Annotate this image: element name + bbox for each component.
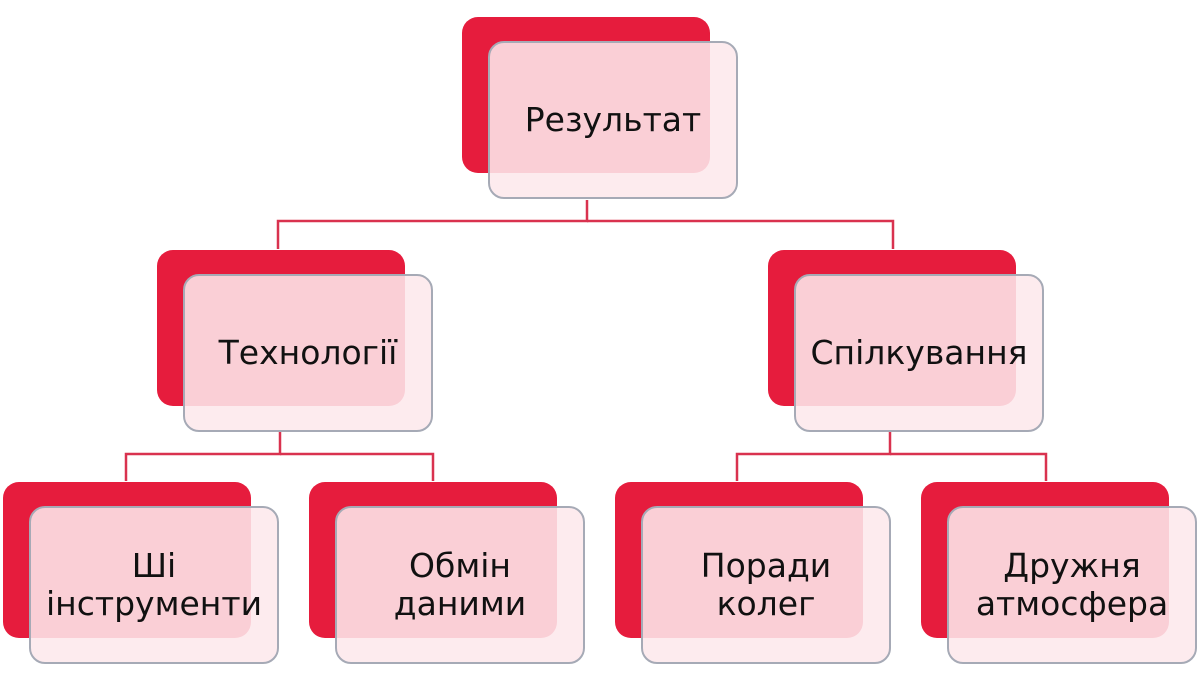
node-data-exchange-label: Обмін даними [393,546,527,623]
node-colleague-advice-label: Поради колег [700,546,832,623]
connector-communication-to-friendly-atmosphere [890,452,1048,481]
connector-technology-to-data-exchange [280,452,435,481]
connector-root-to-communication [587,219,895,249]
node-communication-box [794,274,1044,432]
node-technology-box [183,274,433,432]
node-colleague-advice-box [641,506,891,664]
node-communication-label: Спілкування [810,333,1028,372]
connector-root-to-technology [276,200,589,249]
node-data-exchange-box [335,506,585,664]
node-ai-tools-box [29,506,279,664]
node-technology-label: Технології [218,333,398,372]
node-friendly-atmosphere-label: Дружня атмосфера [975,546,1169,623]
node-friendly-atmosphere-box [947,506,1197,664]
connector-technology-to-ai-tools [124,432,282,481]
node-ai-tools-label: Ші інструменти [45,546,263,623]
node-result-label: Результат [524,100,702,139]
node-result-box [488,41,738,199]
connector-communication-to-colleague-advice [735,432,892,481]
